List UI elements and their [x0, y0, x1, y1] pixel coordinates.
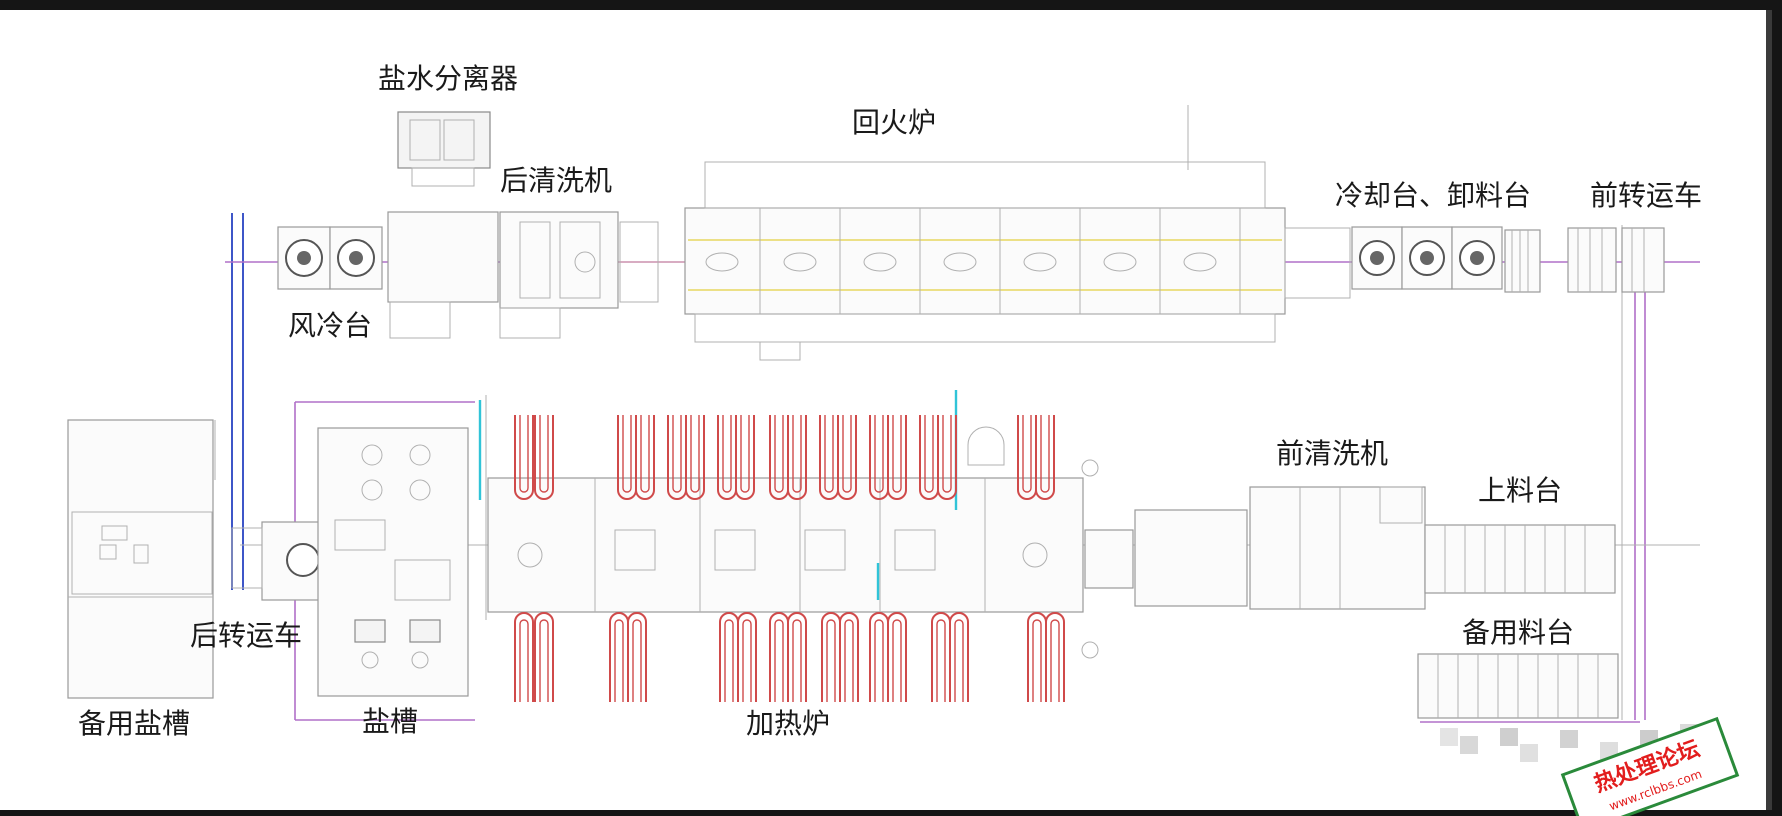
heater-coil [627, 612, 647, 702]
heater-coil [937, 415, 957, 500]
heating-furnace [487, 390, 1099, 702]
pre-washer [1084, 486, 1426, 610]
heater-coil [931, 612, 951, 702]
heater-coil [787, 612, 807, 702]
heater-coil [514, 612, 534, 702]
heater-coil-inner [924, 415, 934, 493]
label-loading-table: 上料台 [1478, 474, 1562, 507]
heater-coil-inner [1022, 415, 1032, 493]
label-cooling-unloading-table: 冷却台、卸料台 [1335, 179, 1531, 212]
heater-coil [737, 612, 757, 702]
heater-coil-inner [632, 619, 642, 702]
equipment-labels: 盐水分离器 回火炉 后清洗机 冷却台、卸料台 前转运车 风冷台 前清洗机 上料台… [78, 62, 1702, 740]
heater-coils-bottom [514, 612, 1065, 702]
heater-coil-inner [640, 415, 650, 493]
brine-separator [397, 111, 491, 187]
label-tempering-furnace: 回火炉 [852, 106, 936, 139]
heater-coil-inner [519, 415, 529, 493]
heater-coil [887, 415, 907, 500]
air-cooling-table [277, 226, 383, 290]
heater-coil-inner [1050, 619, 1060, 702]
heater-coil [1027, 612, 1047, 702]
heater-coil-inner [892, 415, 902, 493]
label-rear-transfer-car: 后转运车 [190, 619, 302, 652]
heater-coil-inner [774, 619, 784, 702]
heater-coil [685, 415, 705, 500]
heater-coil-inner [942, 415, 952, 493]
heater-coil-inner [936, 619, 946, 702]
heater-coil [1045, 612, 1065, 702]
label-pre-washer: 前清洗机 [1276, 437, 1388, 470]
heater-coil [769, 612, 789, 702]
heater-coil [949, 612, 969, 702]
heater-coil-inner [722, 415, 732, 493]
cooling-unloading-table [1351, 226, 1541, 293]
heater-coil-inner [874, 619, 884, 702]
heater-coil-inner [539, 619, 549, 702]
heater-coil [719, 612, 739, 702]
label-salt-tank: 盐槽 [362, 705, 418, 738]
label-brine-separator: 盐水分离器 [378, 62, 518, 95]
heater-coil [1035, 415, 1055, 500]
heater-coil-inner [672, 415, 682, 493]
heater-coil-inner [690, 415, 700, 493]
heater-coil [514, 415, 534, 500]
heater-coil [821, 612, 841, 702]
heater-coil-inner [774, 415, 784, 493]
heater-coil [635, 415, 655, 500]
front-transfer-car [1567, 227, 1665, 293]
heater-coil-inner [892, 619, 902, 702]
heater-coil-inner [622, 415, 632, 493]
post-washer [387, 211, 659, 339]
heater-coil [735, 415, 755, 500]
heater-coil [534, 612, 554, 702]
heater-coil-inner [792, 415, 802, 493]
heater-coil-inner [724, 619, 734, 702]
heater-coil-inner [874, 415, 884, 493]
heater-coil-inner [954, 619, 964, 702]
heater-coil-inner [1040, 415, 1050, 493]
heater-coil-inner [742, 619, 752, 702]
heater-coil-inner [740, 415, 750, 493]
heater-coil-inner [519, 619, 529, 702]
heater-coil-inner [539, 415, 549, 493]
label-air-cooling-table: 风冷台 [288, 309, 372, 342]
heater-coil-inner [824, 415, 834, 493]
heater-coil-inner [826, 619, 836, 702]
heater-coil [839, 612, 859, 702]
heater-coils-top [514, 415, 1055, 500]
heater-coil-inner [844, 619, 854, 702]
heater-coil-inner [792, 619, 802, 702]
label-heating-furnace: 加热炉 [746, 707, 830, 740]
heater-coil [869, 612, 889, 702]
heater-coil [887, 612, 907, 702]
salt-tank [317, 395, 487, 697]
loading-table [1424, 524, 1616, 594]
heater-coil-inner [842, 415, 852, 493]
label-front-transfer-car: 前转运车 [1590, 179, 1702, 212]
heater-coil-inner [1032, 619, 1042, 702]
heater-coil [609, 612, 629, 702]
heater-coil [837, 415, 857, 500]
label-spare-salt-tank: 备用盐槽 [78, 707, 190, 740]
spare-loading-table [1417, 653, 1619, 719]
tempering-furnace [684, 105, 1351, 361]
heater-coil [534, 415, 554, 500]
heater-coil [787, 415, 807, 500]
heater-coil-inner [614, 619, 624, 702]
label-post-washer: 后清洗机 [500, 164, 612, 197]
spare-salt-tank [67, 419, 214, 699]
label-spare-loading-table: 备用料台 [1462, 616, 1574, 649]
forum-watermark-stamp: 热处理论坛 www.rclbbs.com [1560, 716, 1740, 816]
